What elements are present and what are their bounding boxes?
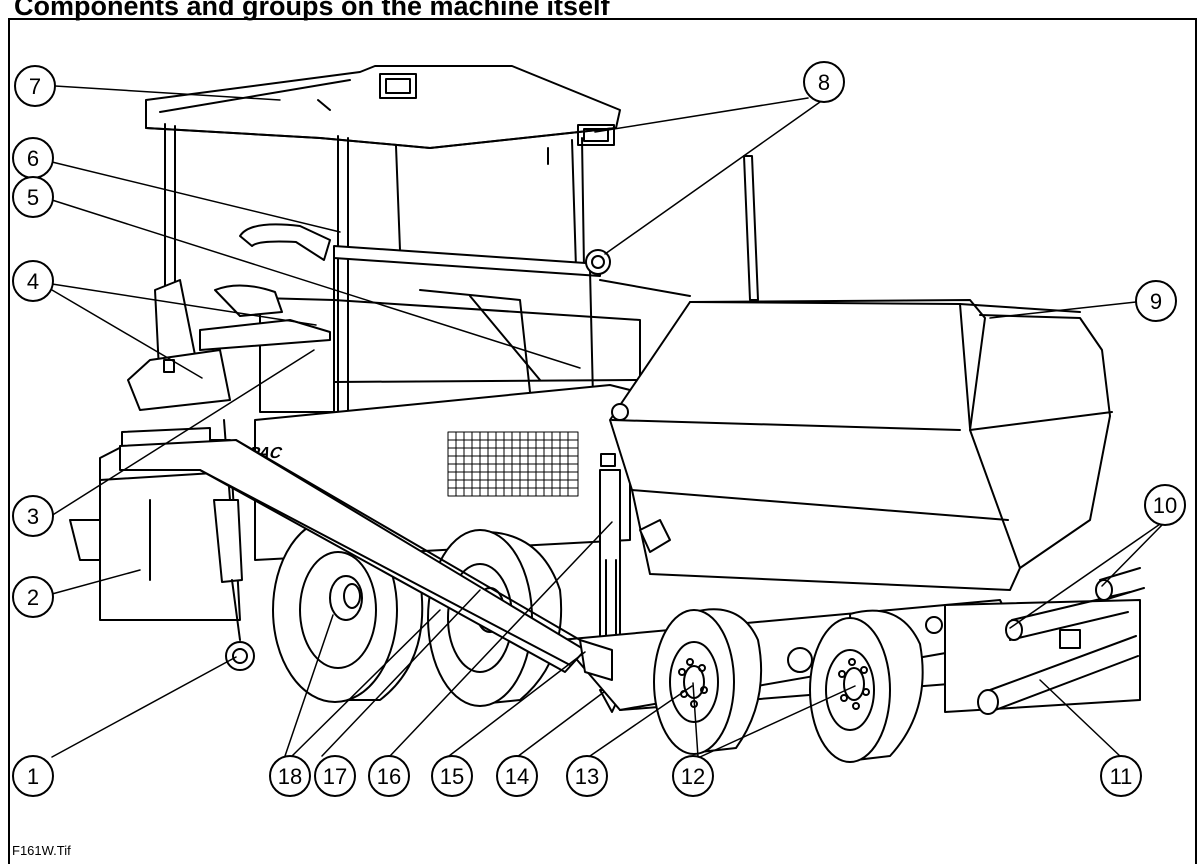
svg-text:18: 18 [278,764,302,789]
callout-10: 10 [1144,484,1186,526]
callout-12: 12 [672,755,714,797]
callout-5: 5 [12,176,54,218]
svg-text:4: 4 [27,269,39,294]
leader-15 [448,651,586,757]
svg-text:9: 9 [1150,289,1162,314]
callout-2: 2 [12,576,54,618]
leader-7 [54,85,281,101]
beacon-light [585,249,611,275]
svg-text:5: 5 [27,185,39,210]
tow-arm [119,439,613,681]
exhaust-pipe [743,155,759,301]
operator-cab [127,155,759,441]
roof-light-left [379,73,417,99]
leader-8b [604,101,821,255]
roof-light-right [577,124,615,146]
callout-6: 6 [12,137,54,179]
leader-10b [1101,523,1164,587]
front-wheel-front [809,609,924,763]
callout-14: 14 [496,755,538,797]
svg-text:15: 15 [440,764,464,789]
roof-canopy [145,65,621,441]
callout-18: 18 [269,755,311,797]
leader-3 [50,349,315,517]
svg-text:11: 11 [1110,764,1133,789]
callout-16: 16 [368,755,410,797]
leader-14 [516,691,605,758]
leader-18b [290,609,441,758]
leader-lines [50,85,1164,758]
leader-1 [51,656,237,758]
svg-text:12: 12 [681,764,705,789]
svg-text:2: 2 [27,585,39,610]
leader-2 [51,569,141,595]
leader-12a [699,685,856,758]
callout-1: 1 [12,755,54,797]
hopper [609,299,1113,591]
callout-15: 15 [431,755,473,797]
callout-4: 4 [12,260,54,302]
push-rollers [925,567,1145,715]
leader-6 [51,161,341,233]
page-heading: Components and groups on the machine its… [14,0,610,21]
callout-3: 3 [12,495,54,537]
leader-13 [589,685,693,757]
callout-17: 17 [314,755,356,797]
callout-7: 7 [14,65,56,107]
callout-11: 11 [1100,755,1142,797]
engine-grille [447,431,579,497]
callout-13: 13 [566,755,608,797]
svg-text:10: 10 [1153,493,1177,518]
leader-12b [692,682,699,758]
svg-text:3: 3 [27,504,39,529]
leader-4a [51,283,317,326]
svg-text:13: 13 [575,764,599,789]
callout-8: 8 [803,61,845,103]
leader-16 [389,521,613,757]
leader-11 [1039,679,1122,758]
callout-9: 9 [1135,280,1177,322]
file-label: F161W.Tif [12,843,71,858]
svg-text:6: 6 [27,146,39,171]
svg-text:16: 16 [377,764,401,789]
svg-text:17: 17 [323,764,347,789]
figure-frame [8,18,1197,864]
leader-17 [321,589,481,757]
leader-9 [989,301,1137,319]
leader-18a [284,614,334,757]
leader-4b [51,289,203,379]
svg-text:14: 14 [505,764,529,789]
svg-text:1: 1 [27,764,39,789]
leader-5 [51,199,581,369]
svg-text:7: 7 [29,74,41,99]
leader-8a [594,97,809,133]
leader-10a [1009,521,1164,629]
svg-text:8: 8 [818,70,830,95]
front-wheel-rear [653,608,763,755]
